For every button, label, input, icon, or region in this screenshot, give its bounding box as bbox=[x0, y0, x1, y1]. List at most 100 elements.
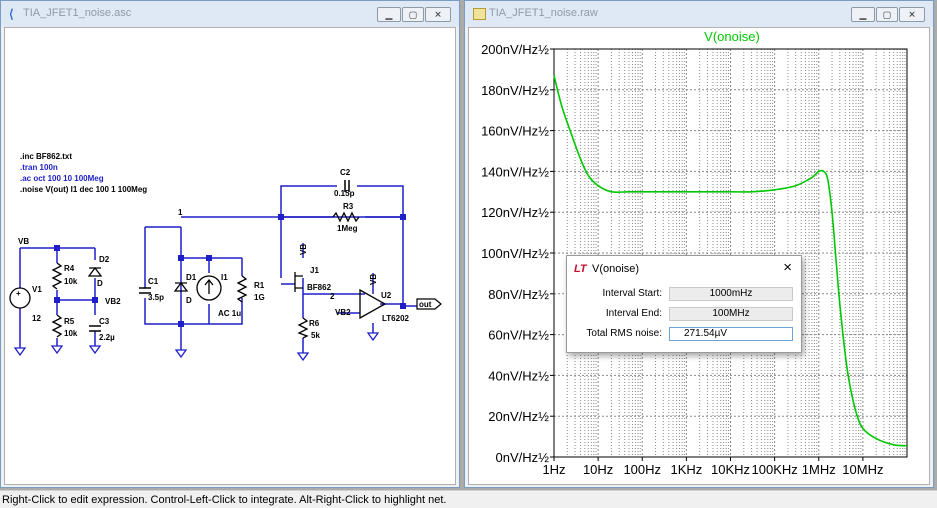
minimize-icon: ▁ bbox=[859, 9, 867, 19]
close-button[interactable]: ✕ bbox=[425, 7, 451, 22]
svg-text:C3: C3 bbox=[99, 317, 110, 326]
opamp-symbol bbox=[359, 288, 387, 320]
dialog-body: Interval Start: 1000mHz Interval End: 10… bbox=[567, 286, 801, 348]
svg-text:D: D bbox=[97, 279, 103, 288]
y-tick-label: 140nV/Hz½ bbox=[481, 164, 549, 179]
schematic-drawing: .inc BF862.txt .tran 100n .ac oct 100 10… bbox=[9, 152, 442, 362]
plus-icon: + bbox=[16, 289, 21, 298]
svg-text:U2: U2 bbox=[381, 291, 392, 300]
maximize-icon: ▢ bbox=[882, 9, 892, 19]
minimize-icon: ▁ bbox=[385, 9, 393, 19]
svg-text:AC 1u: AC 1u bbox=[218, 309, 241, 318]
svg-text:2: 2 bbox=[330, 292, 335, 301]
svg-text:VB2: VB2 bbox=[105, 297, 121, 306]
svg-text:12: 12 bbox=[32, 314, 41, 323]
noise-integration-dialog: LT V(onoise) × Interval Start: 1000mHz I… bbox=[566, 255, 802, 353]
svg-text:1: 1 bbox=[178, 208, 183, 217]
capacitor-symbols bbox=[89, 180, 350, 332]
interval-end-label: Interval End: bbox=[605, 308, 662, 319]
y-tick-label: 20nV/Hz½ bbox=[488, 409, 549, 424]
plot-grid bbox=[554, 49, 907, 457]
directive-ac[interactable]: .ac oct 100 10 100Meg bbox=[20, 174, 104, 183]
trace-label[interactable]: V(onoise) bbox=[704, 29, 760, 44]
svg-text:BF862: BF862 bbox=[307, 283, 332, 292]
schematic-canvas[interactable]: .inc BF862.txt .tran 100n .ac oct 100 10… bbox=[4, 27, 456, 485]
svg-text:C2: C2 bbox=[340, 168, 351, 177]
schematic-titlebar[interactable]: ⟨ TIA_JFET1_noise.asc ▁ ▢ ✕ bbox=[1, 1, 459, 27]
svg-text:R3: R3 bbox=[343, 202, 354, 211]
resistor-symbols bbox=[51, 211, 360, 339]
total-rms-noise-field[interactable]: 271.54µV bbox=[669, 327, 793, 341]
current-arrow-icon bbox=[204, 278, 214, 294]
x-tick-label: 10MHz bbox=[842, 462, 883, 477]
y-tick-label: 180nV/Hz½ bbox=[481, 83, 549, 98]
jfet-symbol bbox=[294, 272, 303, 292]
svg-text:R6: R6 bbox=[309, 319, 320, 328]
maximize-icon: ▢ bbox=[408, 9, 418, 19]
svg-text:J1: J1 bbox=[310, 266, 319, 275]
x-tick-label: 1KHz bbox=[670, 462, 702, 477]
svg-text:2.2µ: 2.2µ bbox=[99, 333, 115, 342]
directive-tran[interactable]: .tran 100n bbox=[20, 163, 58, 172]
out-flag-icon bbox=[416, 298, 442, 310]
directive-noise[interactable]: .noise V(out) I1 dec 100 1 100Meg bbox=[20, 185, 147, 194]
svg-text:V1: V1 bbox=[32, 285, 42, 294]
maximize-button[interactable]: ▢ bbox=[402, 7, 424, 22]
svg-text:VB: VB bbox=[369, 274, 378, 285]
ground-symbols bbox=[13, 332, 380, 362]
svg-text:C1: C1 bbox=[148, 277, 159, 286]
y-tick-label: 0nV/Hz½ bbox=[496, 450, 550, 465]
total-rms-noise-label: Total RMS noise: bbox=[586, 328, 662, 339]
minimize-button[interactable]: ▁ bbox=[377, 7, 401, 22]
y-tick-label: 100nV/Hz½ bbox=[481, 246, 549, 261]
waveform-titlebar[interactable]: TIA_JFET1_noise.raw ▁ ▢ ✕ bbox=[465, 1, 933, 27]
svg-text:R1: R1 bbox=[254, 281, 265, 290]
waveform-window: TIA_JFET1_noise.raw ▁ ▢ ✕ V(onoise) 0nV/… bbox=[464, 0, 934, 488]
svg-text:10k: 10k bbox=[64, 329, 78, 338]
svg-text:0.15p: 0.15p bbox=[334, 189, 355, 198]
schematic-title: TIA_JFET1_noise.asc bbox=[23, 7, 132, 19]
status-text: Right-Click to edit expression. Control-… bbox=[2, 494, 447, 506]
svg-text:LT6202: LT6202 bbox=[382, 314, 410, 323]
y-tick-label: 40nV/Hz½ bbox=[488, 368, 549, 383]
svg-text:D1: D1 bbox=[186, 273, 197, 282]
x-tick-label: 1MHz bbox=[802, 462, 836, 477]
current-source-symbol bbox=[196, 275, 222, 301]
svg-text:VB2: VB2 bbox=[335, 308, 351, 317]
x-tick-label: 100Hz bbox=[623, 462, 661, 477]
interval-end-field: 100MHz bbox=[669, 307, 793, 321]
svg-text:1Meg: 1Meg bbox=[337, 224, 358, 233]
interval-start-field: 1000mHz bbox=[669, 287, 793, 301]
svg-text:1G: 1G bbox=[254, 293, 265, 302]
svg-text:R4: R4 bbox=[64, 264, 75, 273]
minimize-button[interactable]: ▁ bbox=[851, 7, 875, 22]
svg-text:10k: 10k bbox=[64, 277, 78, 286]
interval-start-label: Interval Start: bbox=[602, 288, 662, 299]
diode-symbols bbox=[87, 266, 189, 292]
noise-trace[interactable] bbox=[553, 75, 908, 447]
dialog-close-button[interactable]: × bbox=[783, 259, 792, 276]
maximize-button[interactable]: ▢ bbox=[876, 7, 898, 22]
svg-text:out: out bbox=[419, 300, 432, 309]
x-tick-label: 100KHz bbox=[752, 462, 798, 477]
voltage-source-symbol bbox=[9, 287, 31, 309]
x-tick-label: 10Hz bbox=[583, 462, 613, 477]
y-tick-label: 120nV/Hz½ bbox=[481, 205, 549, 220]
waveform-icon bbox=[473, 8, 486, 20]
y-tick-label: 60nV/Hz½ bbox=[488, 328, 549, 343]
svg-text:D2: D2 bbox=[99, 255, 110, 264]
close-button[interactable]: ✕ bbox=[899, 7, 925, 22]
status-bar: Right-Click to edit expression. Control-… bbox=[0, 490, 937, 508]
x-tick-label: 1Hz bbox=[542, 462, 565, 477]
junction-dots bbox=[54, 214, 406, 327]
ltspice-logo-icon: LT bbox=[574, 263, 587, 275]
noise-plot[interactable]: V(onoise) 0nV/Hz½ 20nV/Hz½ 40nV/Hz½ 60nV/Hz… bbox=[469, 28, 930, 485]
directive-inc[interactable]: .inc BF862.txt bbox=[20, 152, 72, 161]
x-tick-label: 10KHz bbox=[711, 462, 750, 477]
component-labels: VB V1 12 R4 10k R5 10k D2 D VB2 C3 2.2µ … bbox=[18, 168, 432, 342]
net-label-vb: VB bbox=[18, 237, 29, 246]
wires bbox=[19, 185, 417, 353]
svg-text:VB: VB bbox=[299, 244, 308, 255]
dialog-title: V(onoise) bbox=[592, 263, 640, 275]
